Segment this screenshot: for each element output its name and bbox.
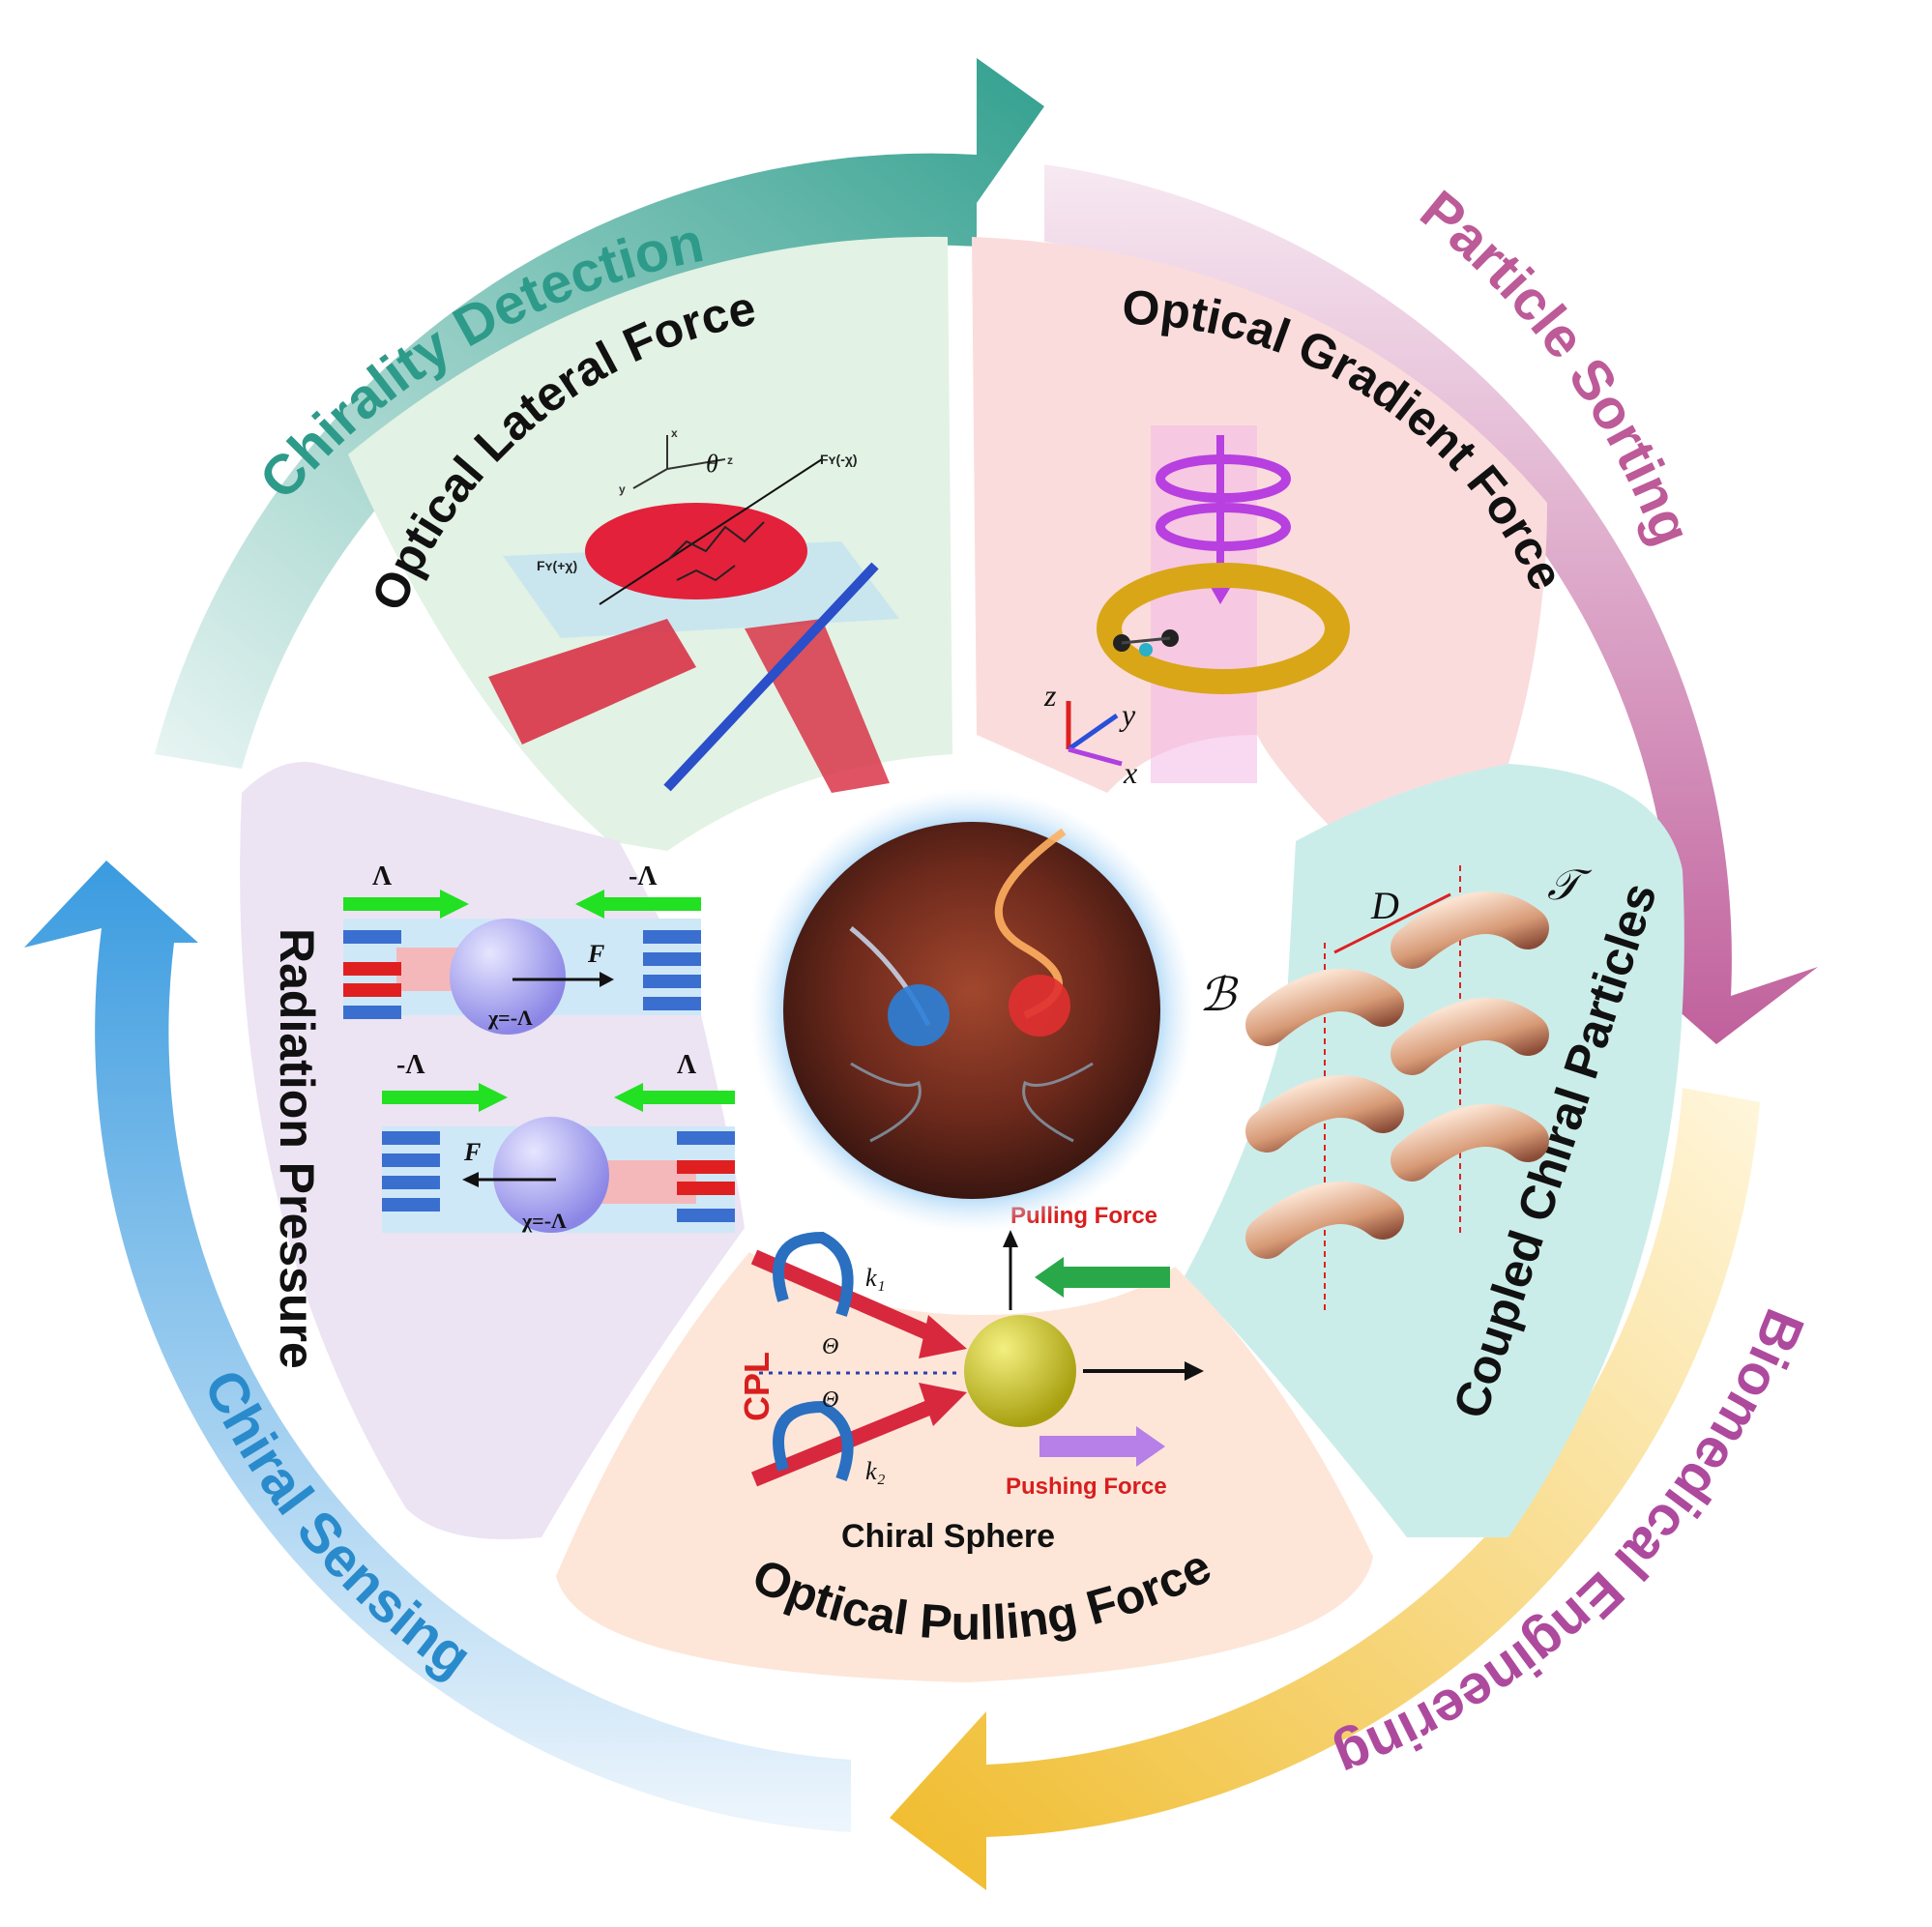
lateral-force-axis [599,458,823,605]
center-sphere [783,822,1160,1199]
radiation-upper-green-left-head [440,890,469,919]
pulling-green-arrow-body [1064,1267,1170,1288]
radiation-lower-blue-e [677,1131,735,1145]
radiation-lower-blue-b [382,1153,440,1167]
radiation-lower-blue-f [677,1209,735,1222]
radiation-upper-chi-label: χ=-Λ [487,1006,533,1030]
gradient-molecule-icon [1113,629,1179,657]
center-hand-left [850,1062,922,1143]
radiation-upper-green-right [604,897,701,911]
center-red-particle [1009,975,1070,1036]
gradient-beam-column [1151,425,1257,783]
radiation-lower-red-b [677,1182,735,1195]
radiation-upper-red-a [343,962,401,976]
radiation-lower-lambda: Λ [677,1050,696,1080]
radiation-upper-blue-b [343,1006,401,1019]
lateral-beam-left [488,619,696,745]
lateral-axis-y [632,468,668,489]
gradient-axis-x-label: x [1123,755,1137,790]
radiation-lower-blue-d [382,1198,440,1212]
theta-bottom-label: Θ [822,1387,838,1413]
radiation-upper-green-right-head [575,890,604,919]
k2-label: k₂ [865,1457,886,1485]
pulling-green-arrowhead [1035,1257,1064,1298]
radiation-lower-force-label: F [463,1138,481,1166]
pulling-k2-arrowhead [919,1383,967,1426]
radiation-lower-chi-label: χ=-Λ [521,1209,567,1233]
radiation-upper-blue-f [643,997,701,1010]
pulling-up-arrowhead [1003,1230,1018,1247]
lateral-axis-y-label: y [619,482,626,496]
center-hand-right [1022,1062,1094,1143]
radiation-upper-red-b [343,983,401,997]
pulling-purple-arrowhead [1136,1426,1165,1467]
pushing-force-label: Pushing Force [1006,1474,1167,1500]
lateral-fy-pos-label: Fʏ(+χ) [537,558,577,573]
biomedical-engineering-arc [890,1088,1760,1890]
radiation-lower-green-left-head [479,1083,508,1112]
center-blue-particle [888,984,950,1046]
radiation-upper-force-head [600,972,614,987]
gradient-axis-y-label: y [1119,697,1136,732]
radiation-lower-red-a [677,1160,735,1174]
pulling-rotation-bottom-icon [773,1400,854,1482]
radiation-lower-neg-lambda: -Λ [396,1050,424,1080]
segment-optical-lateral-force: Optical Lateral Force x z y θ Fʏ(-χ) Fʏ(… [348,236,952,851]
pulling-k1-arrowhead [919,1315,967,1358]
lateral-red-spot [585,503,807,599]
radiation-lower-sphere [493,1117,609,1233]
lateral-molecule-icon [666,521,765,582]
radiation-upper-blue-a [343,930,401,944]
lateral-fy-neg-label: Fʏ(-χ) [820,452,858,467]
gradient-axes-icon [1066,701,1123,767]
coupled-d-arrow [1333,892,1451,954]
radiation-upper-green-left [343,897,440,911]
radiation-lower-force-head [462,1172,479,1187]
radiation-lower-blue-a [382,1131,440,1145]
pulling-purple-arrow-body [1039,1436,1136,1457]
coupled-helix-left-icon [1245,969,1404,1259]
lateral-axis-x-label: x [671,426,678,440]
particle-sorting-arc [1044,164,1818,1044]
radiation-lower-blue-c [382,1176,440,1189]
coupled-helix-right-icon [1390,891,1549,1182]
pulling-segment-bg [556,1252,1373,1682]
pulling-push-axis-head [1185,1361,1204,1381]
gradient-split-ring [1097,563,1350,694]
pulling-rotation-top-icon [773,1231,854,1317]
radiation-upper-neg-lambda: -Λ [629,861,657,891]
radiation-lower-green-left [382,1091,479,1104]
center-illustration [749,788,1194,1233]
k1-label: k₁ [865,1264,886,1292]
cpl-label: CPL [737,1352,776,1421]
lateral-axis-z [666,458,726,470]
coupled-d-label: D [1370,884,1399,927]
radiation-upper-blue-d [643,952,701,966]
chiral-sphere-label: Chiral Sphere [841,1518,1055,1555]
theta-top-label: Θ [822,1334,838,1359]
segment-optical-gradient-force: Optical Gradient Force z y x [972,237,1574,851]
pulling-chiral-sphere [964,1315,1076,1427]
radiation-upper-blue-e [643,975,701,988]
radiation-upper-sphere [450,919,566,1035]
radiation-upper-blue-c [643,930,701,944]
segment-coupled-chiral-particles: Coupled Chiral Particles D 𝒯 ℬ [1185,764,1684,1537]
radiation-lower-green-right [643,1091,735,1104]
radiation-lower-green-right-head [614,1083,643,1112]
lateral-blue-plane [663,562,879,792]
radiation-title: Radiation Pressure [270,928,324,1369]
chirality-detection-arc [155,58,1044,769]
radiation-upper-lambda: Λ [372,861,392,891]
radiation-upper-force-label: F [587,940,604,968]
coupled-b-label: ℬ [1199,970,1239,1021]
chiral-sensing-arc [24,861,851,1832]
lateral-theta-label: θ [706,450,718,478]
segment-radiation-pressure: Radiation Pressure Λ -Λ F χ=-Λ [240,762,746,1539]
lateral-axis-z-label: z [727,453,733,467]
gradient-axis-z-label: z [1043,678,1057,713]
